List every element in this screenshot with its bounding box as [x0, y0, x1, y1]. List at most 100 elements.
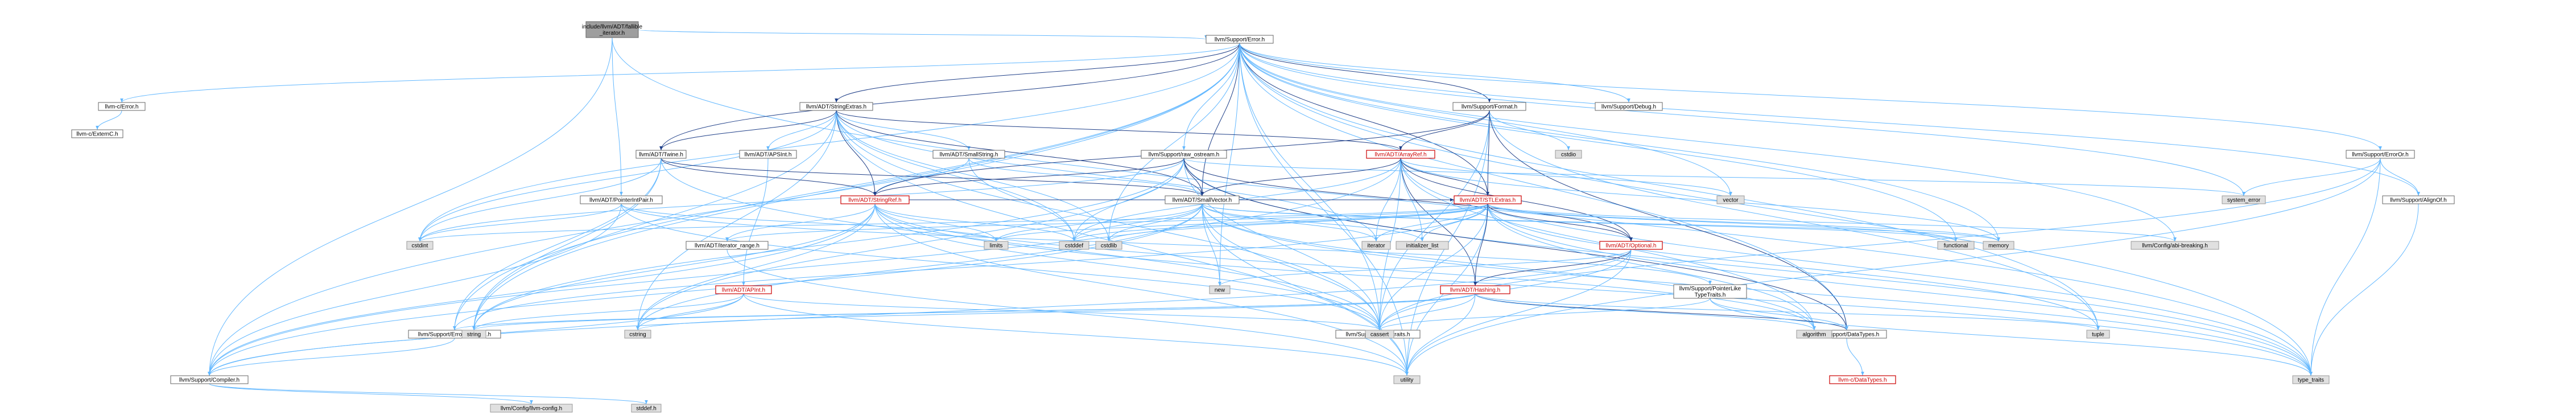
node-box: [1716, 195, 1745, 204]
edge-error-to-compiler: [208, 43, 1240, 376]
node-label: llvm/Support/ErrorHandling.h: [418, 332, 491, 338]
edge-error-to-twine: [659, 43, 1240, 151]
node-label: llvm/Support/DataTypes.h: [1814, 332, 1880, 338]
edge-rawostream-to-system_error: [1183, 158, 2245, 196]
edge-errorortype-to-system_error: [2242, 158, 2381, 196]
node-label: llvm/Support/Debug.h: [1601, 104, 1656, 110]
node-label: llvm/ADT/Hashing.h: [1450, 287, 1500, 294]
node-compiler[interactable]: llvm/Support/Compiler.h: [170, 375, 249, 384]
node-label: llvm/ADT/Optional.h: [1606, 243, 1657, 249]
edge-stringref-to-limits: [874, 203, 998, 242]
edge-stringextras-to-cstdint: [418, 110, 837, 242]
node-label: llvm/Config/llvm-config.h: [501, 406, 562, 412]
node-arrayref[interactable]: llvm/ADT/ArrayRef.h: [1366, 150, 1435, 159]
node-label: llvm/Support/raw_ostream.h: [1149, 152, 1220, 158]
node-debug[interactable]: llvm/Support/Debug.h: [1595, 102, 1663, 111]
node-externc[interactable]: llvm-c/ExternC.h: [71, 129, 123, 138]
edge-twine-to-cassert: [660, 158, 1381, 331]
node-smallstring[interactable]: llvm/ADT/SmallString.h: [932, 150, 1005, 159]
edge-smallvector-to-cstddef: [1072, 203, 1203, 242]
node-label: llvm-c/Error.h: [105, 104, 139, 110]
node-box: [1673, 284, 1747, 299]
node-layer: include/llvm/ADT/fallible_iterator.hllvm…: [71, 21, 2455, 413]
edge-apint-to-string: [472, 293, 744, 331]
node-apsint[interactable]: llvm/ADT/APSInt.h: [739, 150, 797, 159]
edge-error-to-rawostream: [1182, 43, 1240, 151]
edge-error-to-system_error: [1239, 43, 2245, 196]
edge-format-to-cstdio: [1489, 110, 1570, 151]
edge-rawostream-to-datatypes: [1183, 158, 1848, 331]
edge-stringextras-to-cassert: [836, 110, 1381, 331]
node-functional: functional: [1937, 241, 1975, 250]
edge-ptrlike-to-type_traits: [1710, 298, 2313, 376]
node-label: llvm/Support/Compiler.h: [179, 377, 240, 384]
edge-stlextras-to-algorithm: [1487, 203, 1816, 331]
node-limits: limits: [984, 241, 1009, 250]
node-optional[interactable]: llvm/ADT/Optional.h: [1599, 241, 1663, 250]
node-twine[interactable]: llvm/ADT/Twine.h: [635, 150, 687, 159]
edge-rawostream-to-stringref: [873, 158, 1184, 196]
edge-smallvector-to-algorithm: [1202, 203, 1816, 331]
edge-root-to-compiler: [208, 37, 613, 376]
edge-errorortype-to-alignof: [2380, 158, 2420, 196]
node-rawostream[interactable]: llvm/Support/raw_ostream.h: [1141, 150, 1227, 159]
node-smallvector[interactable]: llvm/ADT/SmallVector.h: [1165, 195, 1240, 204]
edge-cerror-to-externc: [96, 110, 122, 130]
node-label: llvm/ADT/SmallVector.h: [1173, 198, 1232, 204]
node-box: [1095, 241, 1122, 250]
node-root[interactable]: include/llvm/ADT/fallible_iterator.h: [582, 21, 643, 38]
node-errorortype[interactable]: llvm/Support/ErrorOr.h: [2346, 150, 2415, 159]
edge-twine-to-stringref: [660, 158, 877, 196]
node-alignof[interactable]: llvm/Support/AlignOf.h: [2382, 195, 2455, 204]
node-box: [624, 330, 651, 339]
edge-stlextras-to-iterator: [1374, 203, 1488, 242]
node-box: [984, 241, 1009, 250]
edge-format-to-tuple: [1489, 110, 2100, 331]
edge-apint-to-utility: [743, 293, 1409, 376]
node-label: llvm/ADT/SmallString.h: [940, 152, 998, 158]
node-hashing[interactable]: llvm/ADT/Hashing.h: [1440, 285, 1510, 294]
node-format[interactable]: llvm/Support/Format.h: [1452, 102, 1526, 111]
node-label: algorithm: [1802, 332, 1826, 338]
node-box: [461, 330, 486, 339]
node-label: llvm/Support/AlignOf.h: [2390, 198, 2447, 204]
edge-stlextras-to-optional: [1487, 203, 1633, 242]
edge-arrayref-to-stlextras: [1400, 158, 1489, 196]
edge-stringextras-to-smallvector: [836, 110, 1204, 196]
edge-stringextras-to-cstdlib: [836, 110, 1111, 242]
node-label: cstdio: [1561, 152, 1576, 158]
node-label: include/llvm/ADT/fallible: [582, 24, 643, 30]
edge-compiler-to-stddef: [209, 383, 648, 405]
node-errhandling[interactable]: llvm/Support/ErrorHandling.h: [408, 330, 501, 339]
node-box: [1361, 241, 1391, 250]
node-label: llvm/ADT/STLExtras.h: [1460, 198, 1516, 204]
node-error[interactable]: llvm/Support/Error.h: [1206, 35, 1274, 44]
node-cerror[interactable]: llvm-c/Error.h: [98, 102, 146, 111]
node-stringextras[interactable]: llvm/ADT/StringExtras.h: [799, 102, 873, 111]
edge-error-to-datatypes: [1239, 43, 1848, 331]
edge-hashing-to-utility: [1405, 293, 1476, 376]
node-stlextras[interactable]: llvm/ADT/STLExtras.h: [1454, 195, 1522, 204]
node-stringref[interactable]: llvm/ADT/StringRef.h: [840, 195, 910, 204]
node-apint[interactable]: llvm/ADT/APInt.h: [715, 285, 772, 294]
node-cstdint: cstdint: [406, 241, 434, 250]
node-string: string: [461, 330, 486, 339]
edge-stringextras-to-cstring: [636, 110, 837, 331]
node-iterrange[interactable]: llvm/ADT/iterator_range.h: [686, 241, 769, 250]
edge-rawostream-to-cstring: [636, 158, 1184, 331]
node-box: [2086, 330, 2110, 339]
node-box: [1209, 285, 1231, 294]
edge-stringref-to-utility: [874, 203, 1409, 376]
edge-stringextras-to-string: [472, 110, 837, 331]
edge-stlextras-to-cstddef: [1072, 203, 1488, 242]
node-box: [1452, 102, 1526, 111]
edge-arrayref-to-compiler: [208, 158, 1401, 376]
edge-stringref-to-type_traits: [874, 203, 2313, 376]
edge-error-to-functional: [1239, 43, 1958, 242]
edge-stlextras-to-errhandling: [453, 203, 1488, 331]
edge-apint-to-cstring: [636, 293, 744, 331]
node-cdatatypes[interactable]: llvm-c/DataTypes.h: [1829, 375, 1896, 384]
node-pointerintpair[interactable]: llvm/ADT/PointerIntPair.h: [580, 195, 663, 204]
